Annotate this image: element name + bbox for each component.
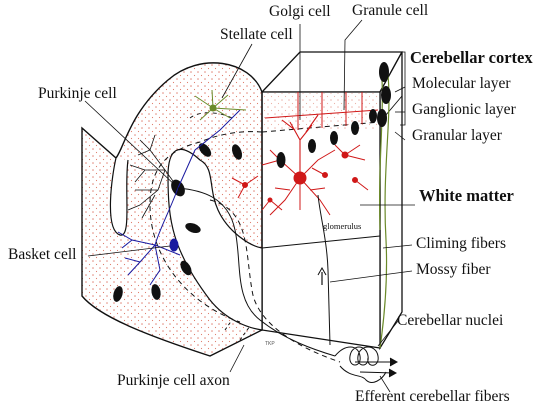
cerebellar-nuclei-label: Cerebellar nuclei xyxy=(397,313,503,329)
molecular-layer-label: Molecular layer xyxy=(412,76,511,92)
basket-cell-label: Basket cell xyxy=(8,247,76,263)
golgi-cell-label: Golgi cell xyxy=(269,4,331,20)
svg-text:TKP: TKP xyxy=(265,341,275,347)
granular-layer-label: Granular layer xyxy=(412,128,502,144)
climing-fibers-label: Climing fibers xyxy=(416,236,506,252)
granule-cell-label: Granule cell xyxy=(352,3,428,19)
efferent-fibers-label: Efferent cerebellar fibers xyxy=(355,389,510,405)
block-front-face xyxy=(262,92,380,348)
purkinje-cell-label: Purkinje cell xyxy=(38,86,117,102)
mossy-fiber-label: Mossy fiber xyxy=(416,262,490,278)
cerebellar-nuclei xyxy=(335,347,397,382)
white-matter-label: White matter xyxy=(419,188,514,205)
ganglionic-layer-label: Ganglionic layer xyxy=(412,102,516,118)
stellate-cell-label: Stellate cell xyxy=(220,27,293,43)
purkinje-cell-axon-label: Purkinje cell axon xyxy=(117,373,230,389)
cerebellar-cortex-label: Cerebellar cortex xyxy=(410,50,533,67)
glomerulus-label: glomerulus xyxy=(323,222,361,231)
